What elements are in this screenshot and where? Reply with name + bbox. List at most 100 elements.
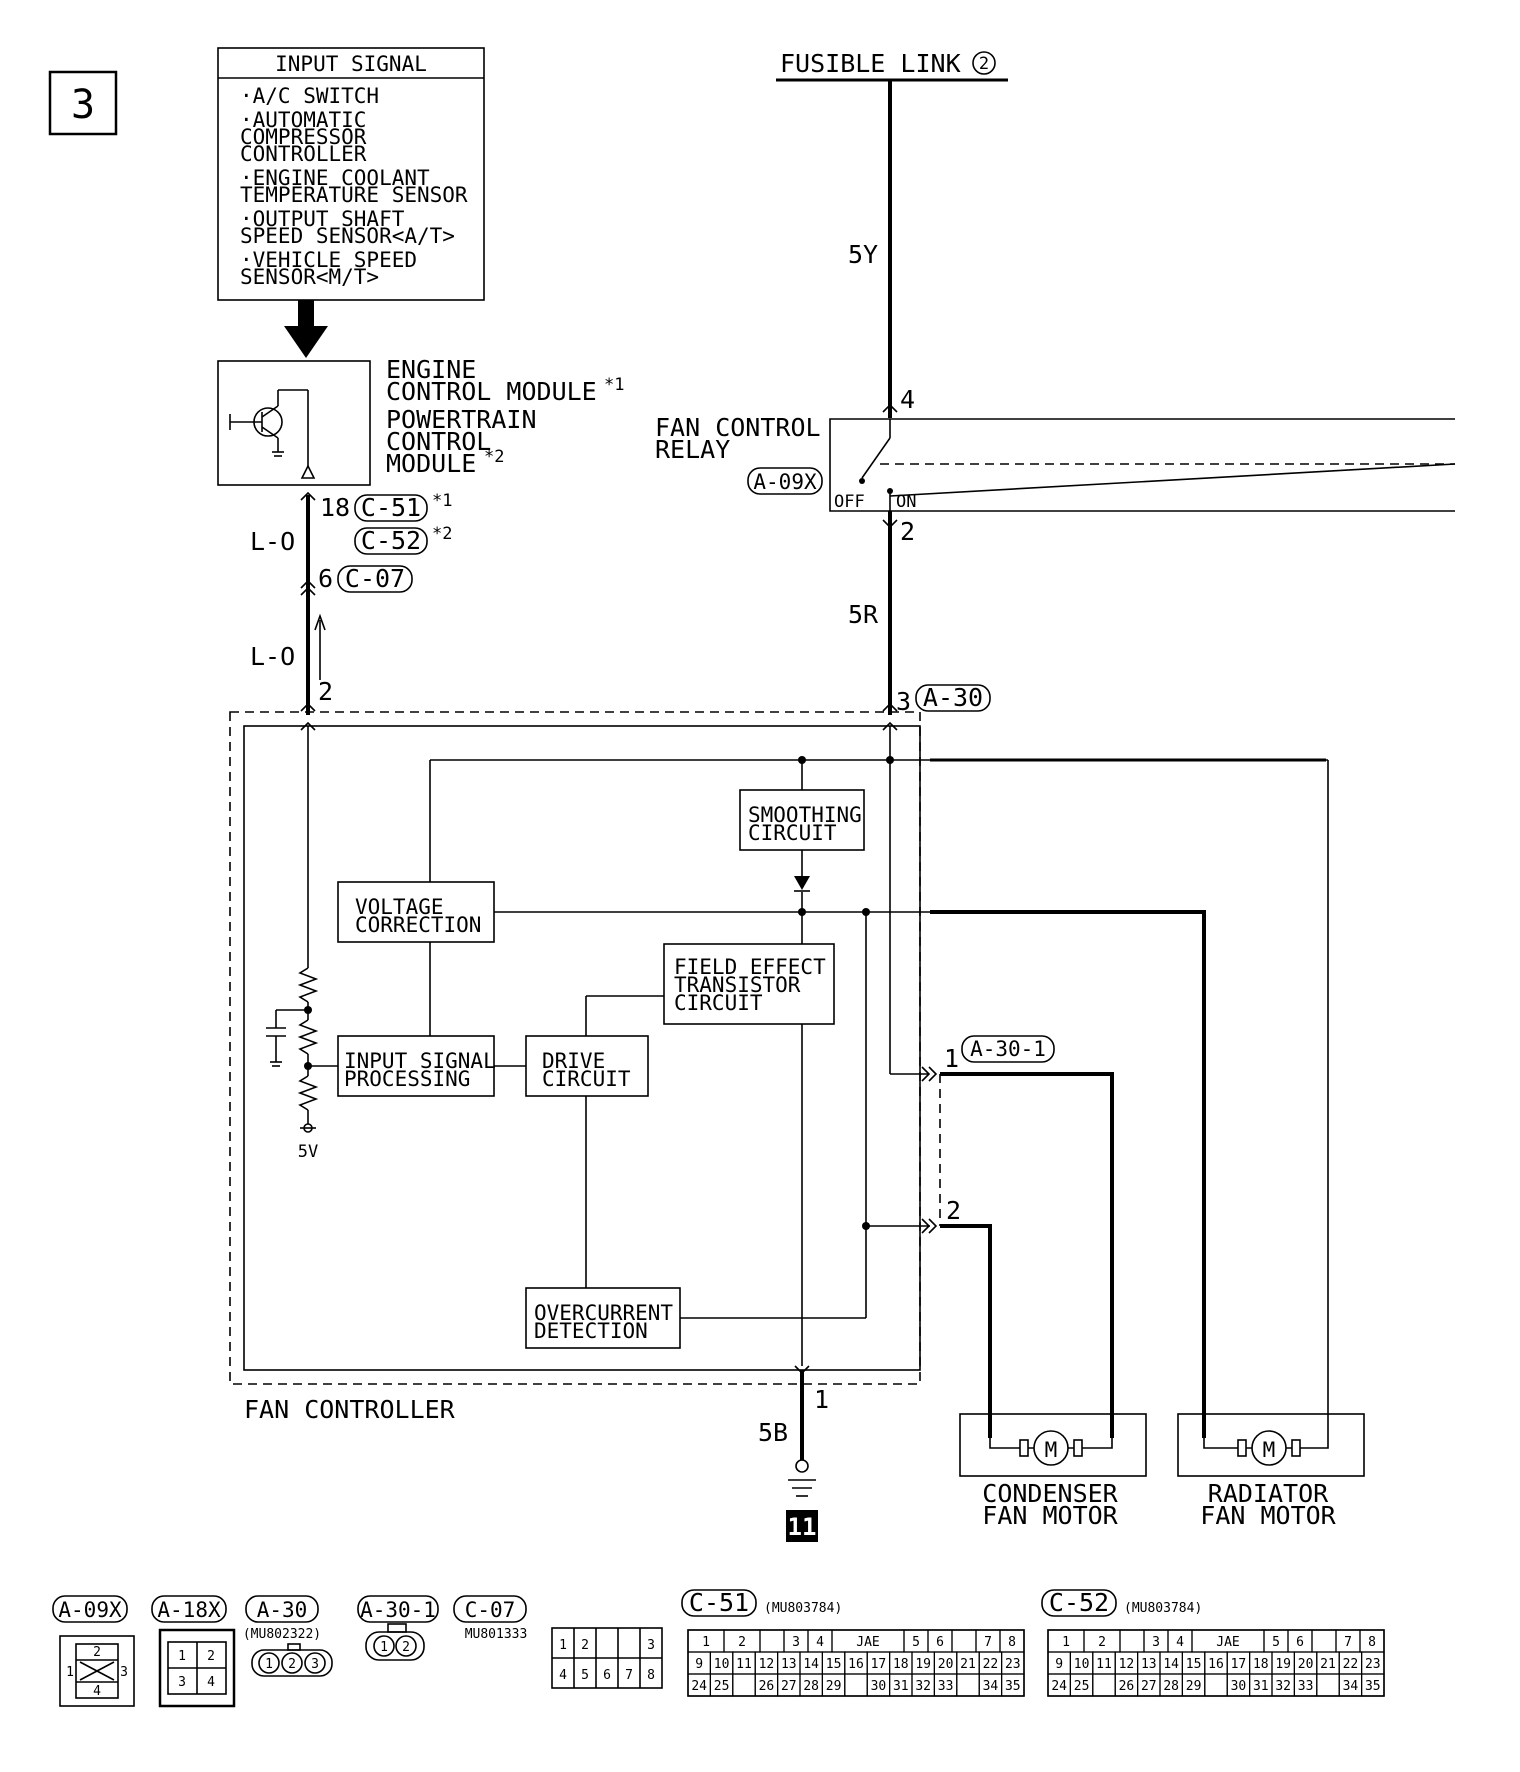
c51-r3-cell: 27	[781, 1679, 797, 1694]
c51-r1-cell: 1	[702, 1635, 710, 1650]
a09x-pin-3: 3	[120, 1665, 128, 1680]
input-item-ac-switch: ·A/C SWITCH	[240, 84, 379, 108]
signal-arrow-icon	[284, 300, 328, 358]
a301-pin-2: 2	[946, 1196, 961, 1225]
c51-r1-cell: 5	[912, 1635, 920, 1650]
ecm-box	[217, 360, 371, 486]
ecm-note-1: *1	[604, 375, 624, 395]
a30-pin-2: 2	[288, 1657, 296, 1672]
wire-label-l-o-1: L-O	[250, 527, 295, 556]
c51-r3-cell: 31	[893, 1679, 909, 1694]
input-item-vss-2: SENSOR<M/T>	[240, 265, 379, 289]
input-item-oss-1: ·OUTPUT SHAFT	[240, 207, 405, 231]
relay-on: ON	[896, 492, 916, 512]
a18x-pin-2: 2	[207, 1649, 215, 1664]
c52-r2-cell: 13	[1141, 1657, 1157, 1672]
c52-r1-cell: 1	[1062, 1635, 1070, 1650]
c51-r2-cell: 17	[871, 1657, 887, 1672]
input-item-auto-comp-3: CONTROLLER	[240, 142, 367, 166]
drive-label-2: CIRCUIT	[542, 1067, 631, 1091]
a18x-pin-3: 3	[178, 1675, 186, 1690]
input-item-ect-1: ·ENGINE COOLANT	[240, 166, 430, 190]
a18x-pin-4: 4	[207, 1675, 215, 1690]
fan-control-relay-box	[829, 418, 1455, 512]
c52-r1-cell: 3	[1152, 1635, 1160, 1650]
ecm-label-2: CONTROL MODULE	[386, 377, 597, 406]
c52-r2-cell: 23	[1365, 1657, 1381, 1672]
section-number: 3	[71, 82, 95, 128]
c51-r2-cell: 12	[759, 1657, 775, 1672]
voltage-label-1: VOLTAGE	[355, 895, 444, 919]
c51-r2-cell: 10	[714, 1657, 730, 1672]
legend-c51-name: C-51	[689, 1588, 749, 1617]
c51-r3-cell: 26	[759, 1679, 775, 1694]
wire-label-5r: 5R	[848, 600, 879, 629]
c52-r3-cell: 29	[1186, 1679, 1202, 1694]
pcm-label-1: POWERTRAIN	[386, 405, 537, 434]
c52-r3-cell: 34	[1343, 1679, 1359, 1694]
overcurrent-detection-box	[525, 1287, 681, 1349]
c52-r1-cell: 2	[1098, 1635, 1106, 1650]
c52-r1-cell: 7	[1344, 1635, 1352, 1650]
drive-label-1: DRIVE	[542, 1049, 605, 1073]
relay-pin-top: 4	[900, 385, 915, 414]
wire-condenser-positive	[940, 1072, 1114, 1438]
ground-ref-box	[786, 1510, 818, 1542]
input-item-vss-1: ·VEHICLE SPEED	[240, 248, 417, 272]
legend-a30-part: (MU802322)	[243, 1627, 321, 1642]
controller-input-pin: 2	[318, 677, 333, 706]
condenser-label-2: FAN MOTOR	[982, 1501, 1118, 1530]
c52-r3-cell: 26	[1119, 1679, 1135, 1694]
smoothing-label-1: SMOOTHING	[748, 803, 862, 827]
c51-r3-cell: 32	[915, 1679, 931, 1694]
condenser-motor-symbol: M	[1045, 1438, 1058, 1462]
legend-a301-name: A-30-1	[360, 1598, 436, 1622]
c52-r1-cell: 5	[1272, 1635, 1280, 1650]
relay-switch	[861, 437, 891, 479]
c52-r3-cell: 25	[1074, 1679, 1090, 1694]
c52-r1-cell: 6	[1296, 1635, 1304, 1650]
c52-r1-cell: JAE	[1216, 1635, 1239, 1650]
overcurrent-label-2: DETECTION	[534, 1319, 648, 1343]
a09x-pin-2: 2	[93, 1645, 101, 1660]
legend-a30-name: A-30	[257, 1598, 308, 1622]
wire-label-5b: 5B	[758, 1418, 788, 1447]
input-signal-processing-box	[337, 1035, 495, 1097]
legend-c07-name: C-07	[465, 1598, 516, 1622]
condenser-motor-icon	[1033, 1430, 1069, 1466]
a30-label: A-30	[923, 683, 983, 712]
input-item-auto-comp-2: COMPRESSOR	[240, 125, 367, 149]
a30-pin-3: 3	[311, 1657, 319, 1672]
c52-r3-cell: 33	[1298, 1679, 1314, 1694]
c07-pin-6: 6	[603, 1668, 611, 1683]
diode-icon	[794, 876, 810, 890]
smoothing-label-2: CIRCUIT	[748, 821, 837, 845]
c52-r2-cell: 19	[1275, 1657, 1291, 1672]
c52-label: C-52	[361, 526, 421, 555]
c52-r3-cell: 31	[1253, 1679, 1269, 1694]
c52-r2-cell: 10	[1074, 1657, 1090, 1672]
c07-pin-8: 8	[647, 1668, 655, 1683]
c52-r2-cell: 20	[1298, 1657, 1314, 1672]
relay-label-2: RELAY	[655, 435, 730, 464]
fet-label-2: TRANSISTOR	[674, 973, 801, 997]
c52-r2-cell: 9	[1055, 1657, 1063, 1672]
c51-r3-cell: 24	[691, 1679, 707, 1694]
condenser-fan-motor-box	[959, 1413, 1147, 1477]
legend-c52-name: C-52	[1049, 1588, 1109, 1617]
a30-pin: 3	[896, 687, 911, 716]
c51-r3-cell: 33	[938, 1679, 954, 1694]
c51-r3-cell: 30	[871, 1679, 887, 1694]
overcurrent-label-1: OVERCURRENT	[534, 1301, 673, 1325]
c51-r3-cell: 29	[826, 1679, 842, 1694]
c52-r2-cell: 14	[1163, 1657, 1179, 1672]
drive-circuit-box	[525, 1035, 649, 1097]
c52-r2-cell: 16	[1208, 1657, 1224, 1672]
c51-r3-cell: 25	[714, 1679, 730, 1694]
a301-legend-pin-1: 1	[380, 1640, 388, 1655]
c51-r2-cell: 23	[1005, 1657, 1021, 1672]
v5-label: 5V	[298, 1142, 318, 1162]
c52-r2-cell: 18	[1253, 1657, 1269, 1672]
a09x-pin-1: 1	[66, 1665, 74, 1680]
